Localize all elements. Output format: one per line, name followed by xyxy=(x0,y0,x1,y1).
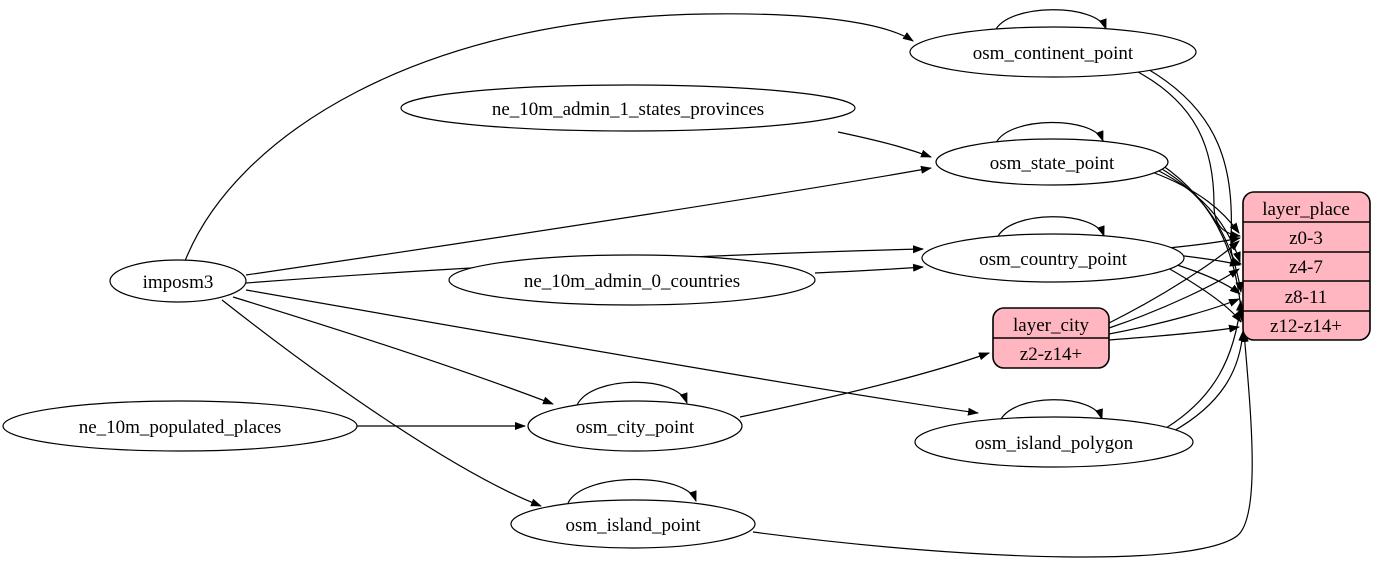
edge-osm_country_point-layer_place-z12-z14 xyxy=(1167,267,1242,323)
node-ne_10m_admin_0_countries: ne_10m_admin_0_countries xyxy=(448,254,816,306)
ne_10m_populated_places-label: ne_10m_populated_places xyxy=(79,417,282,438)
node-osm_island_polygon: osm_island_polygon xyxy=(914,416,1194,468)
edge-osm_state_point-layer_place-z4-7 xyxy=(1154,168,1241,263)
ne_10m_populated_places-shape xyxy=(2,400,358,452)
ne_10m_admin_0_countries-shape xyxy=(448,254,816,306)
node-osm_continent_point: osm_continent_point xyxy=(909,26,1197,78)
node-osm_state_point: osm_state_point xyxy=(935,138,1169,186)
edge-osm_island_point-layer_place-z12-z14 xyxy=(752,331,1253,558)
edge-selfloop-osm_country_point xyxy=(996,216,1105,239)
osm_island_polygon-shape xyxy=(914,416,1194,468)
edge-ne_10m_admin_1_states_provinces-osm_state_point xyxy=(837,131,932,158)
osm_state_point-label: osm_state_point xyxy=(990,153,1115,174)
node-layer_place: layer_place z0-3 z4-7 z8-11 z12-z14+ xyxy=(1242,191,1371,341)
edge-osm_continent_point-layer_place-z0-3 xyxy=(1137,71,1241,239)
edge-osm_country_point-layer_place-z8-11 xyxy=(1173,263,1241,295)
edge-imposm3-osm_island_polygon xyxy=(245,289,979,416)
node-osm_country_point: osm_country_point xyxy=(921,233,1185,283)
edges xyxy=(184,9,1253,558)
osm_state_point-shape xyxy=(935,138,1169,186)
edge-osm_city_point-layer_city-z2-z14 xyxy=(739,352,990,418)
edge-imposm3-osm_island_point xyxy=(221,299,542,507)
imposm3-shape xyxy=(109,259,247,303)
osm_island_point-label: osm_island_point xyxy=(565,515,701,536)
edge-osm_island_polygon-layer_place-z12-z14 xyxy=(1171,330,1247,433)
edge-layer_city-layer_place-z12-z14 xyxy=(1108,324,1240,341)
layer_place-title: layer_place xyxy=(1262,199,1350,220)
osm_island_polygon-label: osm_island_polygon xyxy=(975,433,1134,454)
osm_city_point-label: osm_city_point xyxy=(576,417,695,438)
edge-imposm3-osm_city_point xyxy=(232,296,554,405)
edge-ne_10m_admin_0_countries-osm_country_point xyxy=(814,263,924,274)
osm_city_point-shape xyxy=(527,400,743,452)
edge-layer_city-layer_place-z8-11 xyxy=(1108,298,1240,335)
node-osm_city_point: osm_city_point xyxy=(527,400,743,452)
edge-osm_island_polygon-layer_place-z8-11 xyxy=(1165,300,1244,429)
edge-imposm3-osm_continent_point xyxy=(184,13,914,262)
osm_island_point-shape xyxy=(510,499,756,549)
edge-layer_city-layer_place-z0-3 xyxy=(1108,240,1240,324)
osm_continent_point-shape xyxy=(909,26,1197,78)
node-ne_10m_admin_1_states_provinces: ne_10m_admin_1_states_provinces xyxy=(400,84,856,132)
layer_place-row-z4-7: z4-7 xyxy=(1289,257,1323,278)
edge-osm_country_point-layer_place-z0-3 xyxy=(1167,236,1241,249)
imposm3-label: imposm3 xyxy=(143,272,214,293)
layer_place-box xyxy=(1242,191,1371,341)
osm_continent_point-label: osm_continent_point xyxy=(973,43,1134,64)
edge-selfloop-osm_state_point xyxy=(995,121,1104,144)
edge-selfloop-osm_city_point xyxy=(576,381,688,406)
node-osm_island_point: osm_island_point xyxy=(510,499,756,549)
edge-selfloop-osm_island_point xyxy=(567,478,697,504)
layer_place-row-z0-3: z0-3 xyxy=(1289,228,1323,249)
edge-osm_state_point-layer_place-z0-3 xyxy=(1151,171,1240,234)
ne_10m_admin_0_countries-label: ne_10m_admin_0_countries xyxy=(524,271,740,292)
node-ne_10m_populated_places: ne_10m_populated_places xyxy=(2,400,358,452)
layer_city-title: layer_city xyxy=(1013,315,1089,336)
edge-osm_country_point-layer_place-z4-7 xyxy=(1175,254,1241,267)
layer_place-row-z12-z14: z12-z14+ xyxy=(1270,316,1342,337)
osm_country_point-shape xyxy=(921,233,1185,283)
ne_10m_admin_1_states_provinces-label: ne_10m_admin_1_states_provinces xyxy=(492,99,764,120)
edge-layer_city-layer_place-z4-7 xyxy=(1108,268,1240,329)
edge-selfloop-osm_continent_point xyxy=(994,9,1107,32)
node-layer_city: layer_city z2-z14+ xyxy=(992,307,1110,369)
node-imposm3: imposm3 xyxy=(109,259,247,303)
layer_place-row-z8-11: z8-11 xyxy=(1285,287,1328,308)
edge-selfloop-osm_island_polygon xyxy=(999,399,1103,422)
edge-imposm3-osm_state_point xyxy=(245,165,932,276)
ne_10m_admin_1_states_provinces-shape xyxy=(400,84,856,132)
osm_country_point-label: osm_country_point xyxy=(979,249,1127,270)
layer_city-row-z2-z14: z2-z14+ xyxy=(1020,344,1082,365)
